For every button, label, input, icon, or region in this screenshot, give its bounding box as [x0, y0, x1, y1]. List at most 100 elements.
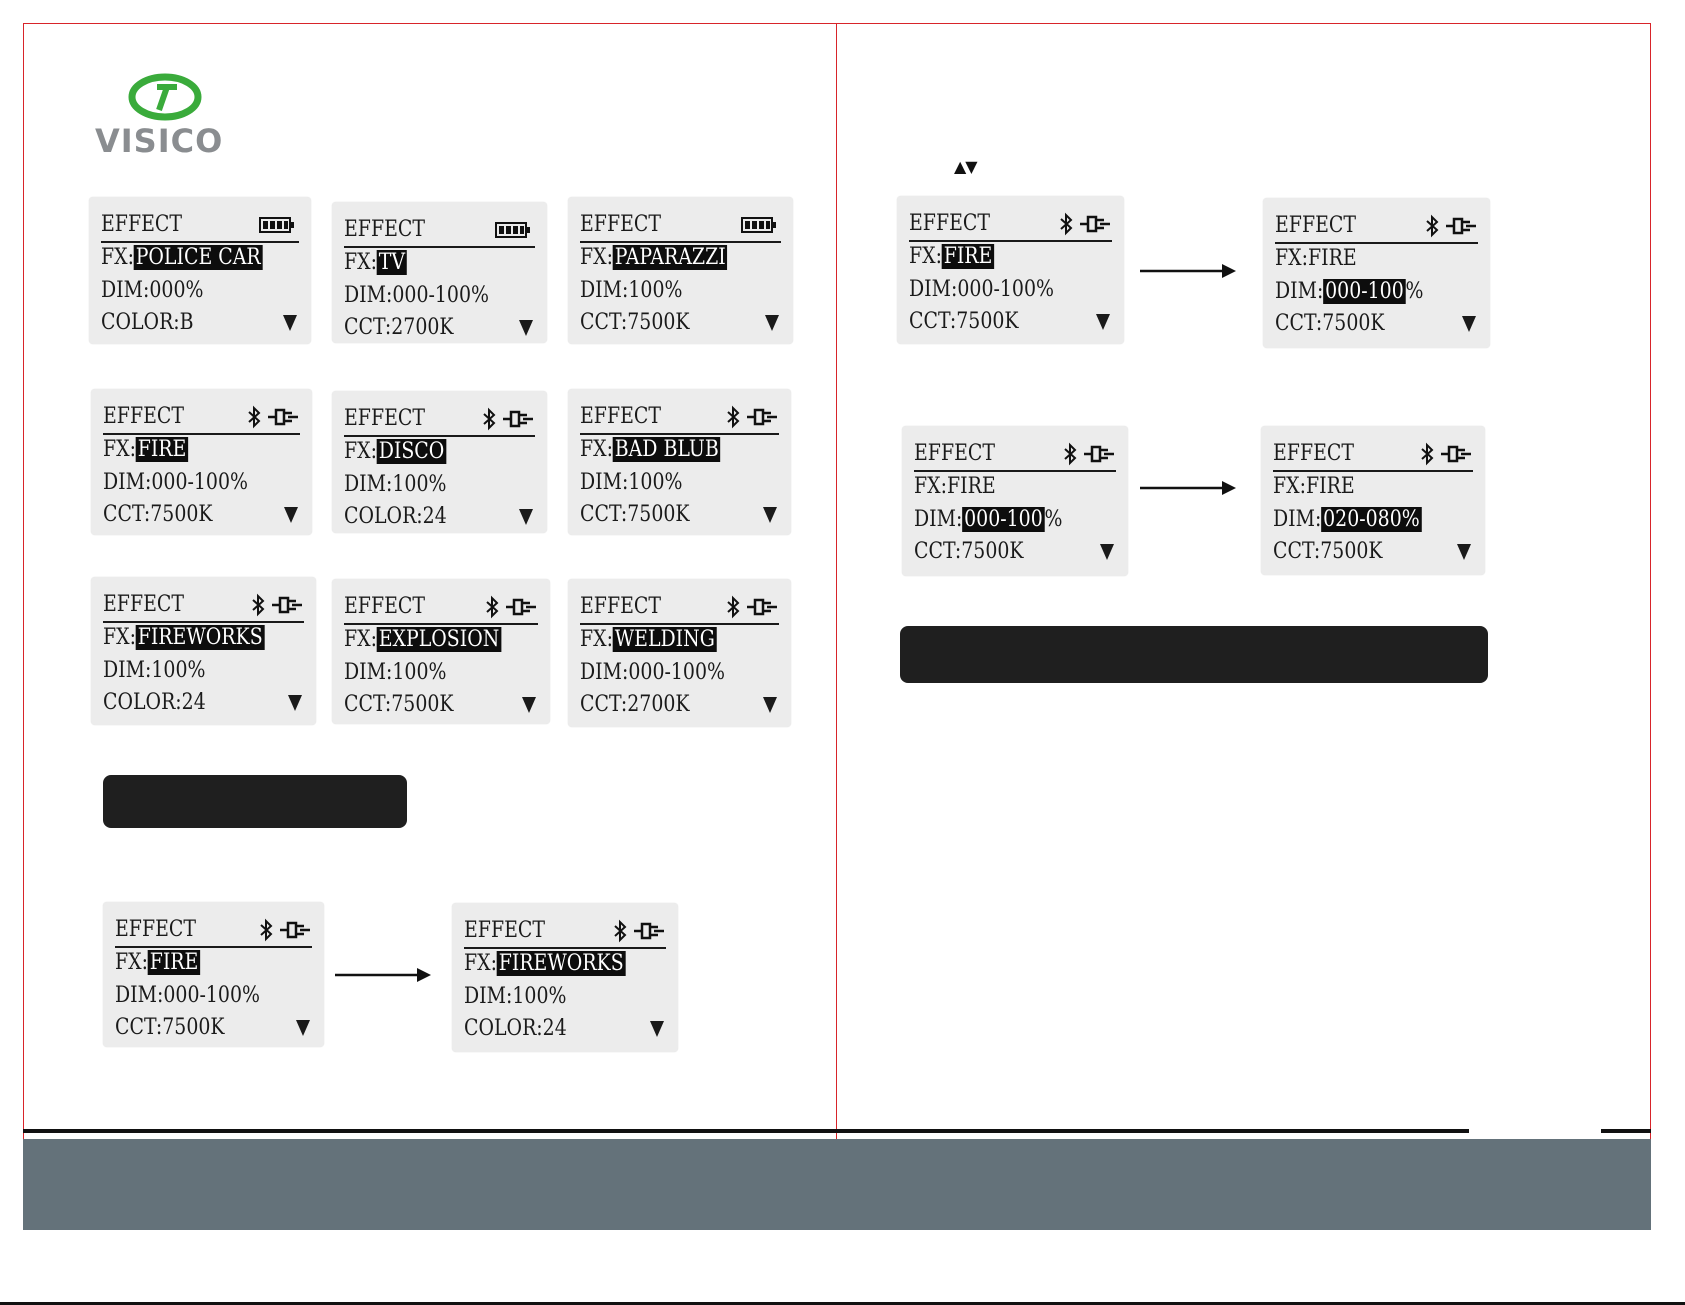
fx-value-highlight: BAD BLUB: [612, 437, 721, 462]
title-underline: [344, 435, 535, 437]
bluetooth-icon: [727, 595, 740, 619]
title-underline: [103, 433, 300, 435]
fx-row: FX:TV: [344, 250, 407, 275]
page-divider: [836, 23, 837, 1230]
fx-value-highlight: EXPLOSION: [376, 627, 502, 652]
screen-title: EFFECT: [115, 917, 196, 942]
down-triangle-icon: [283, 315, 297, 331]
lcd-screen-fire: EFFECT FX:FIRE DIM:000-100% CCT:7500K: [91, 389, 312, 535]
bluetooth-icon: [248, 405, 261, 429]
dim-row: DIM:100%: [344, 660, 447, 685]
title-underline: [103, 621, 304, 623]
cct-row: CCT:7500K: [103, 502, 213, 527]
lcd-screen-disco: EFFECT FX:DISCO DIM:100% COLOR:24: [332, 391, 547, 533]
title-underline: [914, 470, 1116, 472]
battery-icon: [259, 217, 294, 233]
footer-rule: [1601, 1129, 1651, 1133]
dim-row: DIM:000-100%: [914, 507, 1063, 532]
color-row: COLOR:24: [103, 690, 206, 715]
down-triangle-icon: [650, 1021, 664, 1037]
screen-title: EFFECT: [103, 592, 184, 617]
fx-value-highlight: FIREWORKS: [496, 951, 626, 976]
fx-row: FX:FIREWORKS: [464, 951, 626, 976]
bottom-edge-rule: [0, 1302, 1685, 1305]
battery-icon: [741, 217, 776, 233]
lcd-screen-fire-before: EFFECT FX:FIRE DIM:000-100% CCT:7500K: [103, 902, 324, 1047]
cct-row: CCT:7500K: [914, 539, 1024, 564]
fx-value-highlight: FIRE: [941, 244, 995, 269]
cct-row: CCT:7500K: [580, 310, 690, 335]
power-plug-icon: [1441, 445, 1471, 463]
down-triangle-icon: [763, 507, 777, 523]
power-plug-icon: [280, 921, 310, 939]
down-triangle-icon: [296, 1020, 310, 1036]
power-plug-icon: [506, 598, 536, 616]
title-underline: [909, 240, 1112, 242]
down-triangle-icon: [765, 315, 779, 331]
screen-title: EFFECT: [101, 212, 182, 237]
down-triangle-icon: [288, 695, 302, 711]
battery-icon: [495, 222, 530, 238]
lcd-screen-bad-blub: EFFECT FX:BAD BLUB DIM:100% CCT:7500K: [568, 389, 791, 535]
power-plug-icon: [634, 922, 664, 940]
power-plug-icon: [268, 408, 298, 426]
section-header-bar: [900, 626, 1488, 683]
power-plug-icon: [503, 410, 533, 428]
lcd-screen-welding: EFFECT FX:WELDING DIM:000-100% CCT:2700K: [568, 579, 791, 727]
fx-value-highlight: WELDING: [612, 627, 717, 652]
cct-row: CCT:7500K: [1273, 539, 1383, 564]
dim-row: DIM:000-100%: [580, 660, 725, 685]
down-triangle-icon: [519, 509, 533, 525]
cct-row: CCT:7500K: [1275, 311, 1385, 336]
fx-row: FX:BAD BLUB: [580, 437, 721, 462]
dim-row: DIM:000-100%: [1275, 279, 1424, 304]
screen-title: EFFECT: [914, 441, 995, 466]
power-plug-icon: [1080, 215, 1110, 233]
lcd-screen-explosion: EFFECT FX:EXPLOSION DIM:100% CCT:7500K: [332, 579, 550, 724]
down-triangle-icon: [1457, 544, 1471, 560]
bluetooth-icon: [252, 593, 265, 617]
brand-name: VISICO: [95, 122, 224, 160]
screen-title: EFFECT: [909, 211, 990, 236]
cct-row: CCT:7500K: [344, 692, 454, 717]
up-down-arrows-icon: ▲▼: [954, 157, 978, 176]
dim-row: DIM:000-100%: [115, 983, 260, 1008]
fx-value-highlight: FIREWORKS: [135, 625, 265, 650]
screen-title: EFFECT: [1273, 441, 1354, 466]
fx-row: FX:FIREWORKS: [103, 625, 265, 650]
power-plug-icon: [747, 408, 777, 426]
fx-row: FX:FIRE: [1275, 246, 1357, 271]
bluetooth-icon: [614, 919, 627, 943]
right-arrow-icon: [335, 968, 431, 982]
dim-row: DIM:020-080%: [1273, 507, 1422, 532]
footer-band: [23, 1139, 1651, 1230]
bluetooth-icon: [1426, 214, 1439, 238]
color-row: COLOR:24: [464, 1016, 567, 1041]
lcd-screen-fire-select: EFFECT FX:FIRE DIM:000-100% CCT:7500K: [897, 196, 1124, 344]
visico-logo-icon: [128, 73, 202, 121]
screen-title: EFFECT: [580, 404, 661, 429]
section-header-bar: [103, 775, 407, 828]
power-plug-icon: [1084, 445, 1114, 463]
power-plug-icon: [747, 598, 777, 616]
fx-row: FX:FIRE: [115, 950, 201, 975]
bluetooth-icon: [483, 407, 496, 431]
lcd-screen-tv: EFFECT FX:TV DIM:000-100% CCT:2700K: [332, 202, 547, 343]
title-underline: [344, 246, 535, 248]
lcd-screen-dim-before: EFFECT FX:FIRE DIM:000-100% CCT:7500K: [902, 426, 1128, 576]
cct-row: CCT:2700K: [344, 315, 454, 340]
dim-value-highlight: 000-100: [962, 507, 1045, 532]
fx-value-highlight: FIRE: [135, 437, 189, 462]
bluetooth-icon: [1064, 442, 1077, 466]
dim-row: DIM:000-100%: [909, 277, 1054, 302]
down-triangle-icon: [763, 697, 777, 713]
footer-rule: [837, 1129, 1469, 1133]
title-underline: [580, 623, 779, 625]
screen-title: EFFECT: [580, 212, 661, 237]
fx-value-highlight: POLICE CAR: [133, 245, 263, 270]
title-underline: [464, 947, 666, 949]
footer-rule: [23, 1129, 837, 1133]
screen-title: EFFECT: [344, 406, 425, 431]
fx-row: FX:FIRE: [103, 437, 189, 462]
fx-row: FX:EXPLOSION: [344, 627, 502, 652]
